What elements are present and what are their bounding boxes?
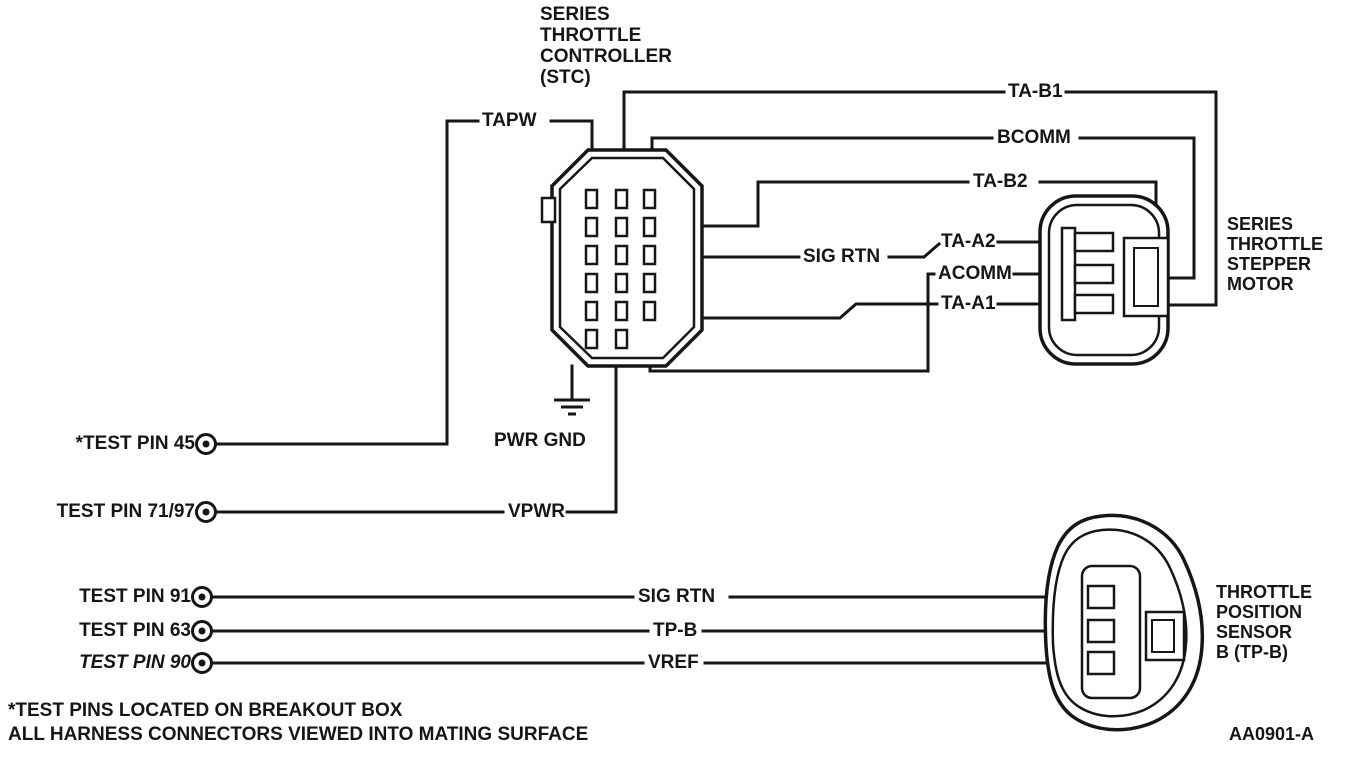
stepper-motor-pins xyxy=(1060,226,1115,322)
stc-title-line4: (STC) xyxy=(540,67,591,88)
test-pin-71-97-label: TEST PIN 71/97 xyxy=(56,501,195,522)
test-pin-45-terminal-icon xyxy=(195,433,217,455)
footnote-harness: ALL HARNESS CONNECTORS VIEWED INTO MATIN… xyxy=(8,724,589,745)
stc-pin-grid xyxy=(584,188,657,350)
wire-tapw xyxy=(214,119,594,446)
tps-latch-slot xyxy=(1151,619,1175,653)
tps-pins xyxy=(1086,584,1116,676)
stc-title: SERIES THROTTLE CONTROLLER (STC) xyxy=(540,4,672,88)
stc-keyway-notch xyxy=(540,196,557,224)
wire-label-acomm: ACOMM xyxy=(938,263,1012,284)
tps-connector xyxy=(1043,513,1205,732)
wire-label-bcomm: BCOMM xyxy=(997,127,1071,148)
stc-title-line3: CONTROLLER xyxy=(540,46,672,67)
wire-sig-rtn-ta-a2 xyxy=(700,240,1062,259)
tps-pin-housing xyxy=(1080,564,1142,700)
wire-label-vpwr: VPWR xyxy=(508,501,565,522)
wire-label-ta-b1: TA-B1 xyxy=(1008,81,1063,102)
test-pin-45-label: *TEST PIN 45 xyxy=(75,433,195,454)
stepper-motor-title-line2: THROTTLE xyxy=(1227,234,1323,254)
wire-label-sig-rtn-mid: SIG RTN xyxy=(803,246,881,267)
stepper-motor-latch-tab xyxy=(1122,236,1170,318)
test-pin-63-label: TEST PIN 63 xyxy=(79,620,191,641)
test-pin-71-97-terminal-icon xyxy=(195,501,217,523)
footnote-test-pins: *TEST PINS LOCATED ON BREAKOUT BOX xyxy=(8,700,403,721)
wire-vpwr xyxy=(214,364,618,514)
test-pin-91-label: TEST PIN 91 xyxy=(79,586,191,607)
tps-title: THROTTLE POSITION SENSOR B (TP-B) xyxy=(1216,582,1312,662)
tps-title-line1: THROTTLE xyxy=(1216,582,1312,602)
wire-label-ta-a2: TA-A2 xyxy=(941,231,996,252)
wire-label-ta-a1: TA-A1 xyxy=(941,293,996,314)
tps-title-line4: B (TP-B) xyxy=(1216,642,1288,662)
ground-symbol-icon xyxy=(554,398,590,416)
tps-title-line2: POSITION xyxy=(1216,602,1303,622)
stepper-motor-title-line1: SERIES xyxy=(1227,214,1294,234)
test-pin-90-label: TEST PIN 90 xyxy=(79,652,191,673)
wire-label-tapw: TAPW xyxy=(482,110,537,131)
wire-ta-a1 xyxy=(700,302,1062,320)
wire-acomm xyxy=(648,272,1062,373)
wire-label-pwr-gnd: PWR GND xyxy=(494,430,586,451)
stc-connector xyxy=(540,148,704,368)
wire-label-tp-b: TP-B xyxy=(653,620,698,641)
stc-title-line1: SERIES xyxy=(540,4,610,25)
test-pin-63-terminal-icon xyxy=(191,620,213,642)
wire-label-sig-rtn-bottom: SIG RTN xyxy=(638,586,716,607)
stepper-motor-connector xyxy=(1038,194,1170,366)
stepper-motor-title-line4: MOTOR xyxy=(1227,274,1294,294)
wire-label-ta-b2: TA-B2 xyxy=(973,171,1028,192)
stepper-motor-title: SERIES THROTTLE STEPPER MOTOR xyxy=(1227,214,1323,294)
test-pin-90-terminal-icon xyxy=(191,652,213,674)
test-pin-terminals xyxy=(191,433,217,674)
stc-title-line2: THROTTLE xyxy=(540,25,642,46)
figure-id: AA0901-A xyxy=(1229,724,1315,744)
test-pin-91-terminal-icon xyxy=(191,586,213,608)
wire-label-vref: VREF xyxy=(648,652,699,673)
stepper-motor-title-line3: STEPPER xyxy=(1227,254,1312,274)
tps-title-line3: SENSOR xyxy=(1216,622,1293,642)
stepper-motor-latch-slot xyxy=(1133,247,1159,307)
